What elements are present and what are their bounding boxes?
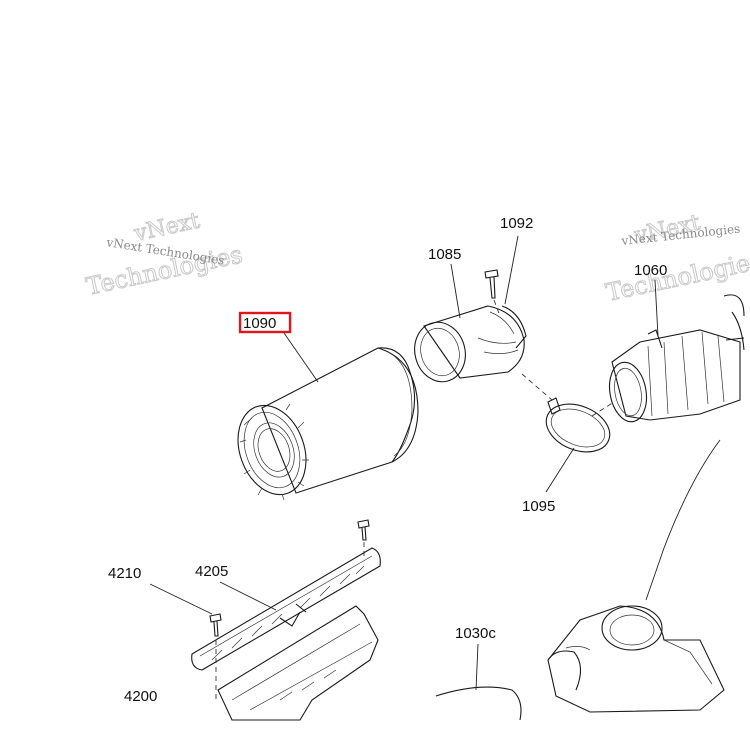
air-filter-drawing bbox=[237, 347, 419, 501]
callout-4210: 4210 bbox=[108, 565, 141, 582]
screw-top-drawing bbox=[357, 519, 370, 541]
callout-4200: 4200 bbox=[124, 688, 157, 705]
highlight-box-1090 bbox=[238, 311, 292, 334]
leader-4210 bbox=[149, 583, 213, 615]
callout-1095: 1095 bbox=[522, 498, 555, 515]
leader-1092 bbox=[504, 235, 519, 305]
callout-1060: 1060 bbox=[634, 262, 667, 279]
screw-4210-drawing bbox=[209, 613, 222, 637]
lower-tray-drawing bbox=[217, 605, 379, 721]
callout-1090: 1090 bbox=[243, 315, 276, 332]
leader-1095 bbox=[545, 447, 575, 493]
leader-1060 bbox=[654, 279, 659, 337]
rail-bracket-drawing bbox=[191, 547, 381, 671]
callout-4205: 4205 bbox=[195, 563, 228, 580]
leader-4205 bbox=[219, 581, 277, 611]
adapter-elbow-drawing bbox=[414, 305, 527, 383]
airbox-drawing bbox=[435, 605, 725, 721]
callout-1085: 1085 bbox=[428, 246, 461, 263]
leader-1090 bbox=[283, 332, 319, 383]
callout-1092: 1092 bbox=[500, 215, 533, 232]
screw-1092-drawing bbox=[484, 269, 499, 299]
watermark-right: vNext Technologies bbox=[603, 210, 750, 307]
callout-1030c: 1030c bbox=[455, 625, 496, 642]
leader-1030c bbox=[475, 643, 479, 691]
intake-hose-drawing bbox=[608, 294, 745, 423]
leader-1085 bbox=[450, 263, 461, 319]
watermark-big-4: Technologies bbox=[603, 246, 750, 306]
clamp-drawing bbox=[545, 397, 611, 453]
